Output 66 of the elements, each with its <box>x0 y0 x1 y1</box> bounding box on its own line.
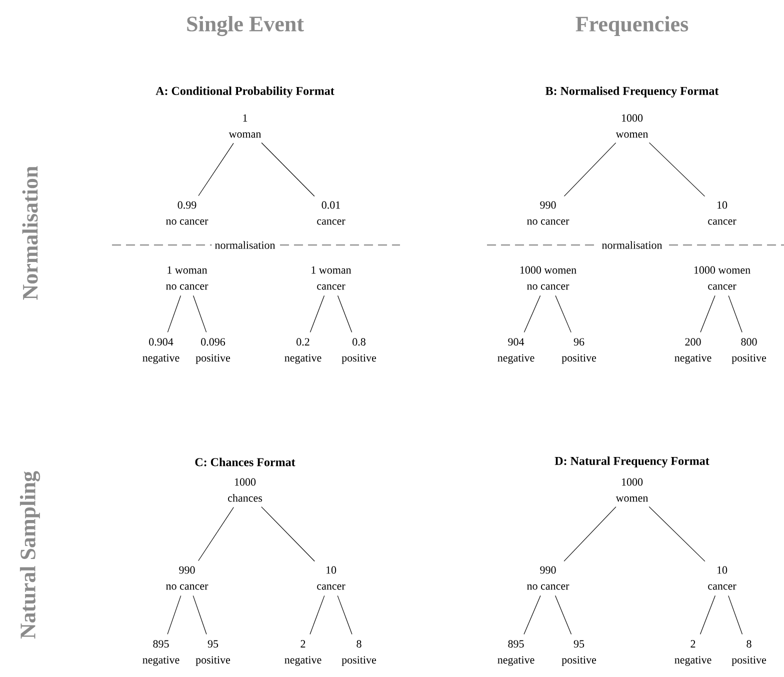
branch-line <box>167 295 182 332</box>
tree-label: 0.8 positive <box>342 338 376 364</box>
branch-line <box>337 295 352 333</box>
panel-title: B: Normalised Frequency Format <box>546 86 719 98</box>
tree-label: 904 negative <box>498 338 534 364</box>
panel-title: A: Conditional Probability Format <box>156 86 334 98</box>
branch-line <box>310 595 325 635</box>
tree-label: 1 woman <box>228 114 262 138</box>
branch-line <box>167 595 182 634</box>
branch-line <box>524 295 541 333</box>
branch-line <box>728 595 743 635</box>
tree-label: 0.2 negative <box>284 338 322 364</box>
divider-label: normalisation <box>598 238 666 252</box>
tree-label: 2 negative <box>674 640 712 666</box>
panel-title: C: Chances Format <box>195 458 296 466</box>
tree-label: 95 positive <box>196 640 230 666</box>
tree-label: 1000 women cancer <box>694 266 750 290</box>
branch-line <box>700 595 716 635</box>
tree-label: 96 positive <box>562 338 596 364</box>
tree-label: 8 positive <box>342 640 376 666</box>
branch-line <box>564 142 616 197</box>
tree-label: 990 no cancer <box>527 201 570 225</box>
branch-line <box>198 506 234 562</box>
branch-line <box>700 295 716 333</box>
row-heading: Normalisation <box>22 166 38 300</box>
branch-line <box>554 595 572 635</box>
tree-label: 10 cancer <box>708 201 736 225</box>
branch-line <box>648 142 706 197</box>
tree-label: 990 no cancer <box>527 566 570 590</box>
tree-label: 0.99 no cancer <box>166 201 208 225</box>
divider-label: normalisation <box>212 238 278 252</box>
tree-label: 0.096 positive <box>196 338 230 364</box>
branch-line <box>555 295 572 333</box>
tree-label: 10 cancer <box>708 566 736 590</box>
tree-label: 1000 women <box>616 478 648 502</box>
branch-line <box>337 595 352 635</box>
panel-title: D: Natural Frequency Format <box>554 456 710 468</box>
tree-label: 990 no cancer <box>166 566 208 590</box>
tree-label: 0.904 negative <box>142 338 180 364</box>
tree-label: 95 positive <box>562 640 596 666</box>
row-heading: Natural Sampling <box>20 471 40 639</box>
branch-line <box>524 595 541 635</box>
tree-label: 1 woman no cancer <box>166 266 208 290</box>
tree-label: 895 negative <box>142 640 180 666</box>
tree-label: 1 woman cancer <box>312 266 352 290</box>
tree-label: 1000 women <box>616 114 648 138</box>
branch-line <box>261 506 315 562</box>
branch-line <box>310 295 325 333</box>
branch-line <box>192 595 207 635</box>
branch-line <box>198 142 234 196</box>
tree-label: 1000 chances <box>228 478 262 502</box>
tree-label: 200 negative <box>674 338 712 364</box>
tree-label: 895 negative <box>498 640 534 666</box>
branch-line <box>564 506 616 562</box>
branch-line <box>728 295 742 333</box>
branch-line <box>648 506 706 562</box>
tree-label: 1000 women no cancer <box>520 266 576 290</box>
tree-label: 0.01 cancer <box>317 201 346 225</box>
tree-label: 2 negative <box>284 640 322 666</box>
tree-label: 800 positive <box>732 338 766 364</box>
column-heading: Single Event <box>187 16 304 36</box>
tree-label: 8 positive <box>732 640 766 666</box>
branch-line <box>192 295 207 332</box>
column-heading: Frequencies <box>576 16 688 36</box>
tree-label: 10 cancer <box>317 566 346 590</box>
branch-line <box>261 142 315 197</box>
